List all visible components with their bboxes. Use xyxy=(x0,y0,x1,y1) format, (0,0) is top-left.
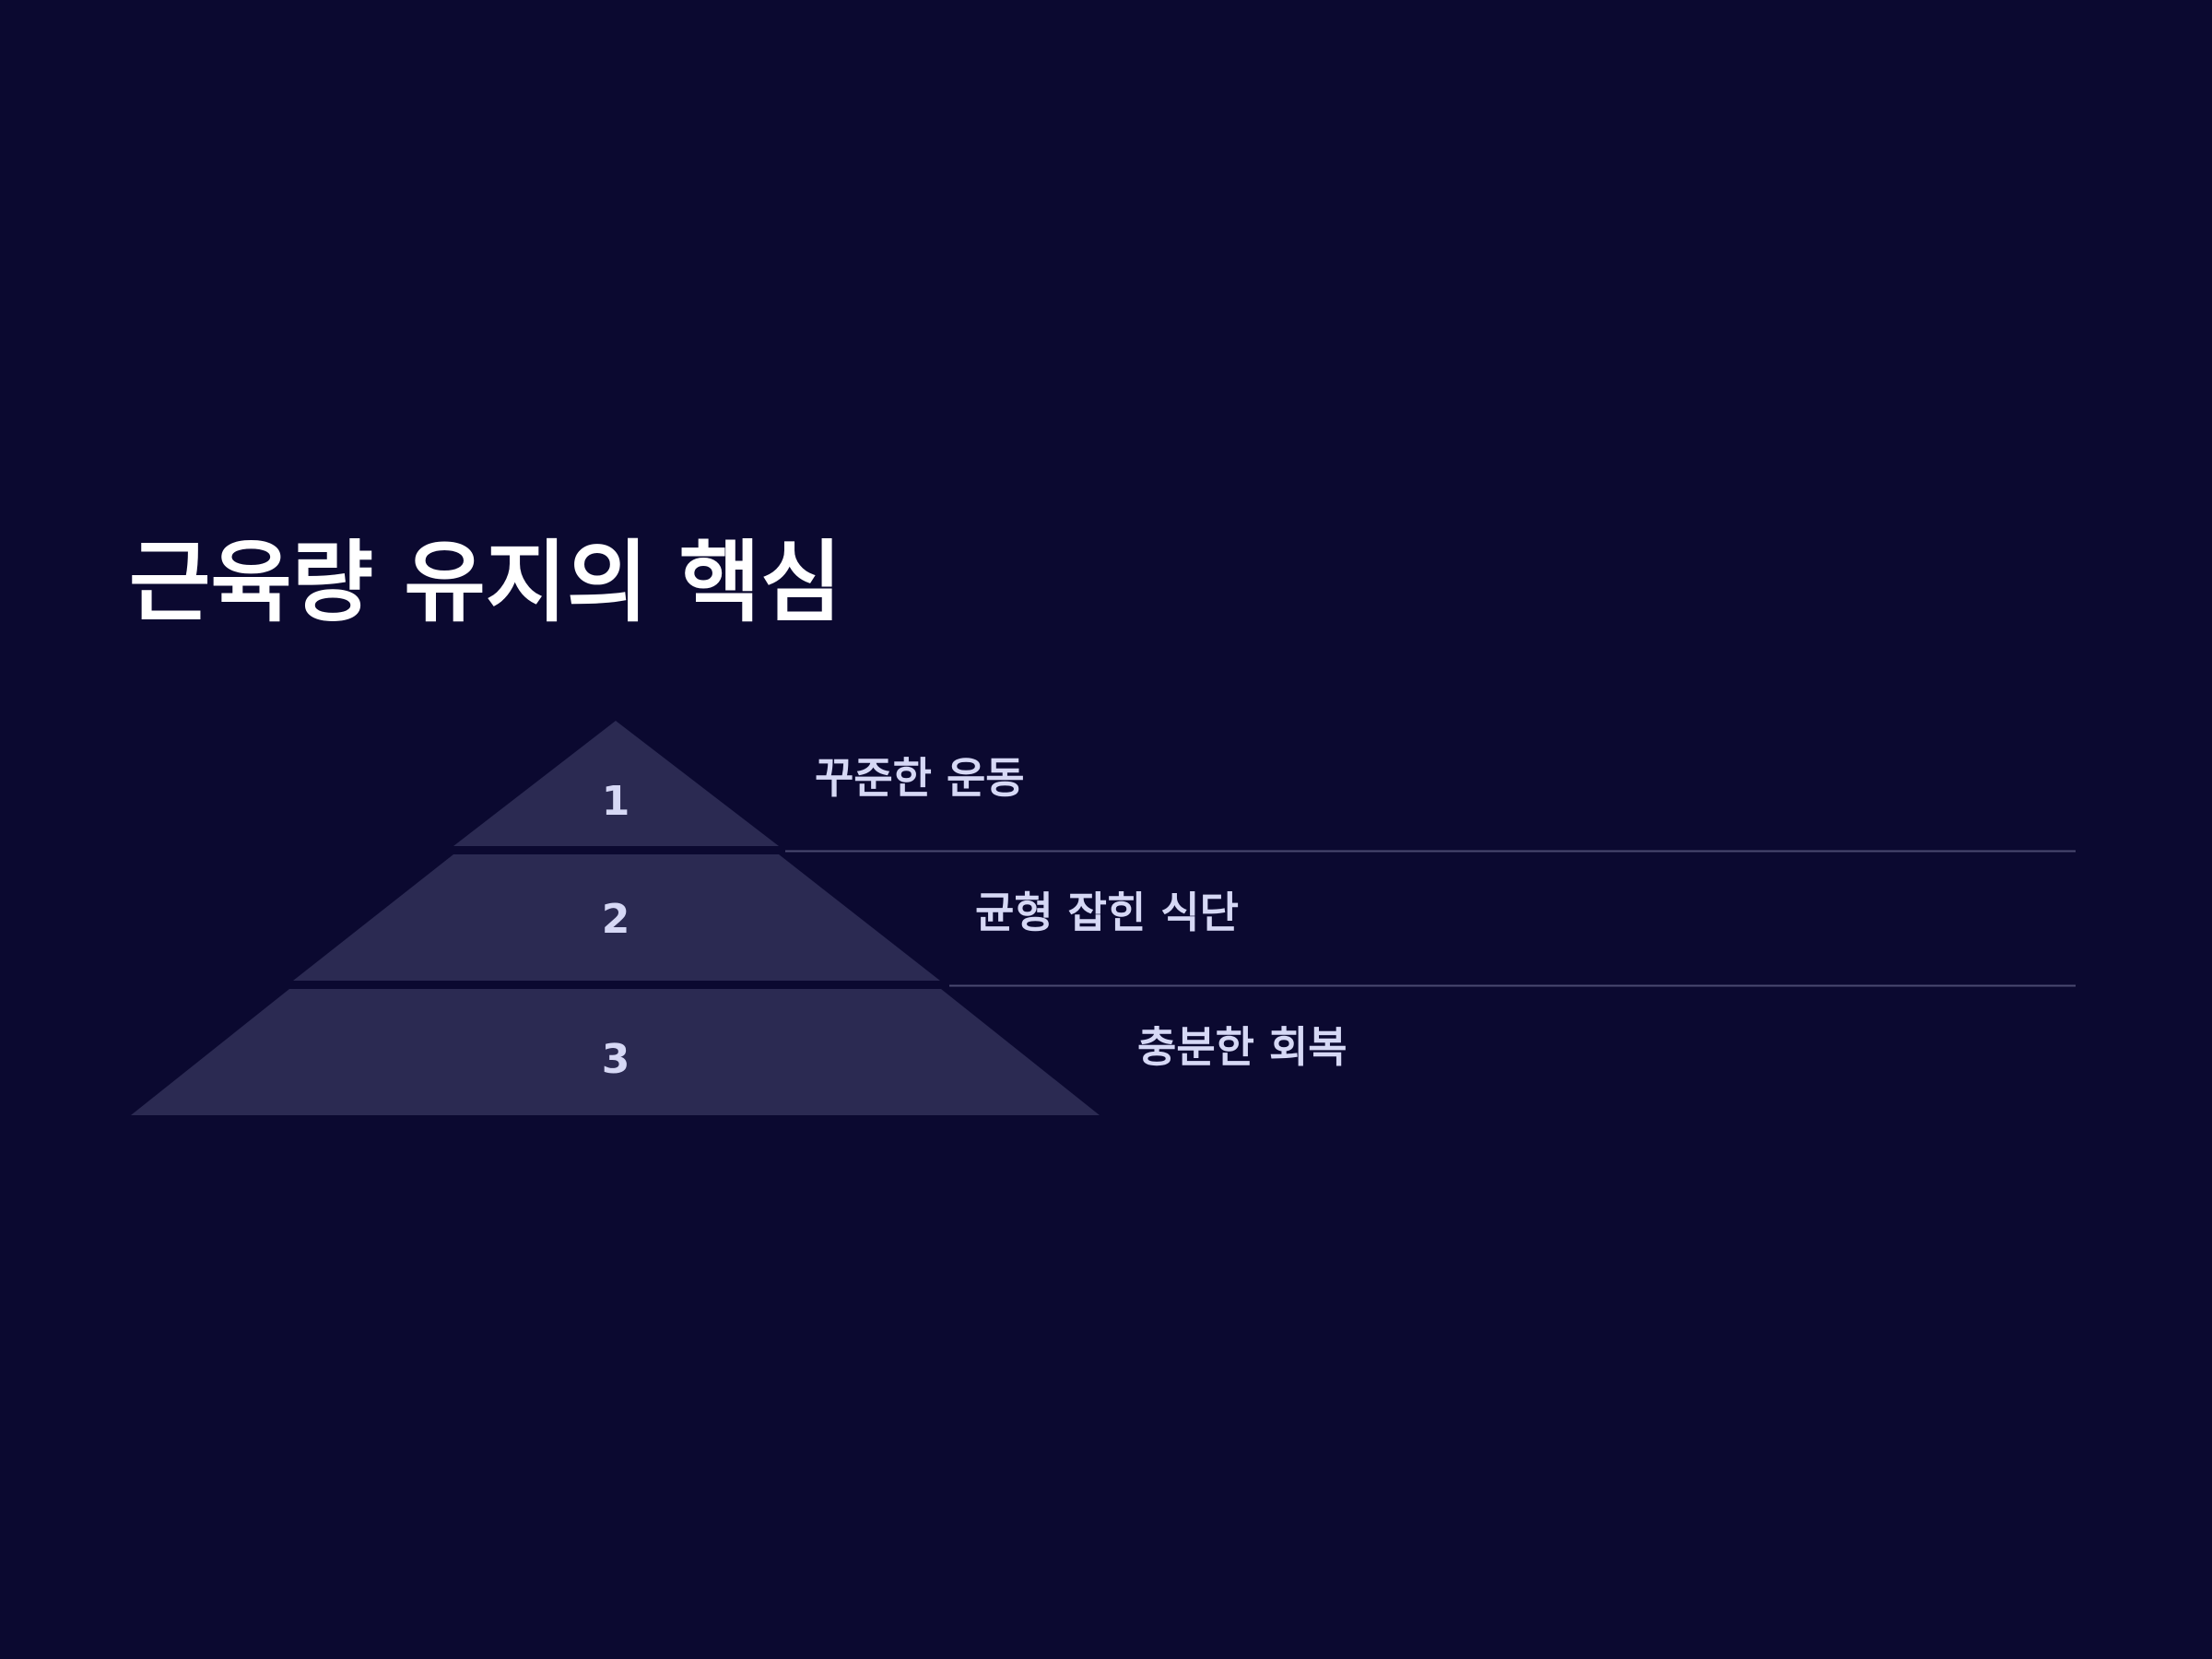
pyramid-tier-2-shape xyxy=(293,854,940,981)
slide-title: 근육량 유지의 핵심 xyxy=(129,531,842,634)
tier-1-number: 1 xyxy=(601,778,630,825)
tier-3-number: 3 xyxy=(601,1036,630,1083)
tier-3-label: 충분한 회복 xyxy=(1137,1022,1347,1072)
pyramid-tier-3-shape xyxy=(131,989,1100,1115)
tier-1-label: 꾸준한 운동 xyxy=(815,753,1025,803)
tier-2-number: 2 xyxy=(601,896,630,943)
tier-2-label: 균형 잡힌 식단 xyxy=(975,888,1239,937)
pyramid-tier-1-shape xyxy=(453,721,779,846)
